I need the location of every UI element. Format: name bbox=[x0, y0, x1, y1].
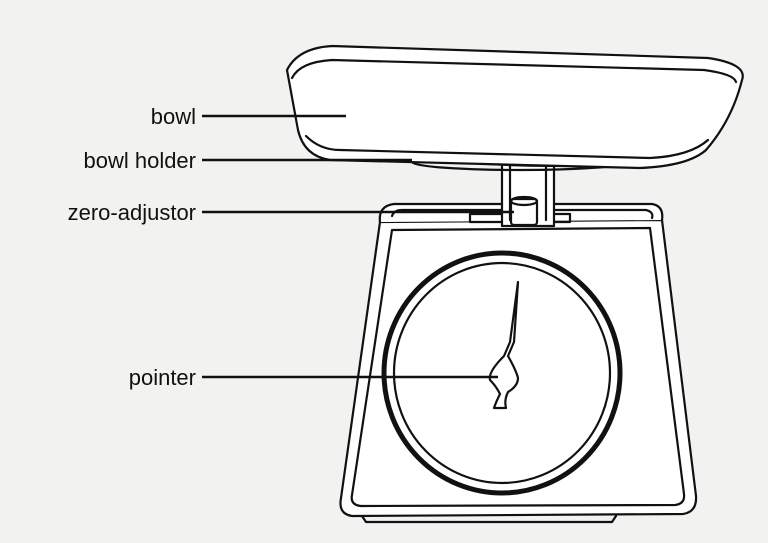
bowl-label: bowl bbox=[151, 104, 196, 129]
scale-body bbox=[339, 218, 698, 524]
bowl-holder-label: bowl holder bbox=[83, 148, 196, 173]
bowl bbox=[285, 44, 744, 170]
zero-adjustor-knob bbox=[509, 195, 539, 227]
dial bbox=[381, 250, 623, 496]
zero-adjustor-label: zero-adjustor bbox=[68, 200, 196, 225]
pointer-label: pointer bbox=[129, 365, 196, 390]
